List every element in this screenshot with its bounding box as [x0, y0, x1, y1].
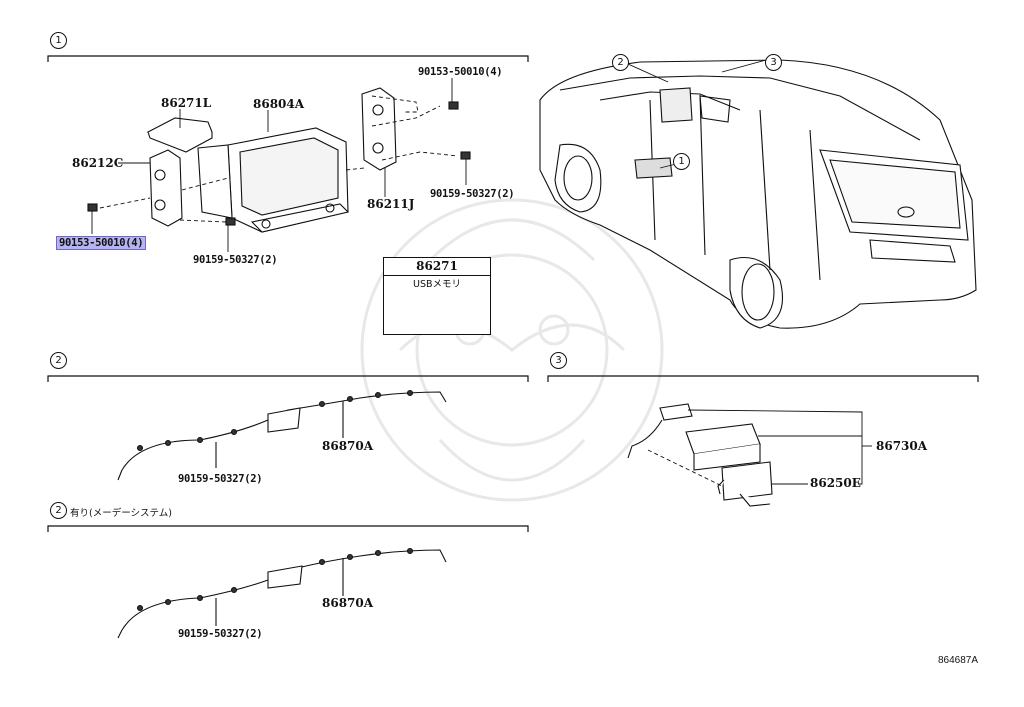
section-1-marker: 1 — [50, 32, 67, 49]
part-90153-50010-highlighted[interactable]: 90153-50010(4) — [56, 236, 147, 250]
part-90153-50010-top[interactable]: 90153-50010(4) — [418, 66, 503, 78]
part-90159-50327-mayday[interactable]: 90159-50327(2) — [178, 628, 263, 640]
section-2-marker: 2 — [50, 352, 67, 369]
usb-memory-part-number: 86271 — [384, 258, 490, 276]
harness-86870A-drawing — [117, 389, 447, 481]
usb-memory-caption: USBメモリ — [412, 279, 461, 290]
section-brackets — [47, 55, 979, 532]
telematics-module-drawing — [627, 403, 773, 507]
illustration-id: 864687A — [937, 655, 978, 666]
part-86870A[interactable]: 86870A — [322, 439, 374, 453]
part-90159-50327-harness[interactable]: 90159-50327(2) — [178, 473, 263, 485]
vehicle-callout-1: 1 — [673, 153, 690, 170]
section-3-marker: 3 — [550, 352, 567, 369]
part-86271L[interactable]: 86271L — [161, 96, 212, 110]
part-86730A[interactable]: 86730A — [876, 439, 928, 453]
vehicle-callout-3: 3 — [765, 54, 782, 71]
navigation-dashed-guides — [99, 95, 459, 223]
vehicle-callout-2: 2 — [612, 54, 629, 71]
harness-86870A-mayday-drawing — [117, 547, 447, 639]
part-90159-50327-right[interactable]: 90159-50327(2) — [430, 188, 515, 200]
navigation-head-unit-drawing — [87, 87, 471, 233]
navigation-leader-lines — [91, 78, 467, 252]
part-86870A-mayday[interactable]: 86870A — [322, 596, 374, 610]
watermark-emblem — [360, 198, 664, 502]
part-86250E[interactable]: 86250E — [810, 476, 861, 490]
vehicle-illustration — [539, 59, 977, 329]
part-86211J[interactable]: 86211J — [367, 197, 415, 211]
section-2b-marker: 2 — [50, 502, 67, 519]
part-86212C[interactable]: 86212C — [72, 156, 124, 170]
telematics-leaders — [647, 409, 872, 487]
part-86804A[interactable]: 86804A — [253, 97, 305, 111]
section-2b-note: 有り(メーデーシステム) — [70, 508, 172, 519]
part-90159-50327-bottom[interactable]: 90159-50327(2) — [193, 254, 278, 266]
usb-memory-box[interactable]: 86271 USBメモリ — [383, 257, 491, 335]
